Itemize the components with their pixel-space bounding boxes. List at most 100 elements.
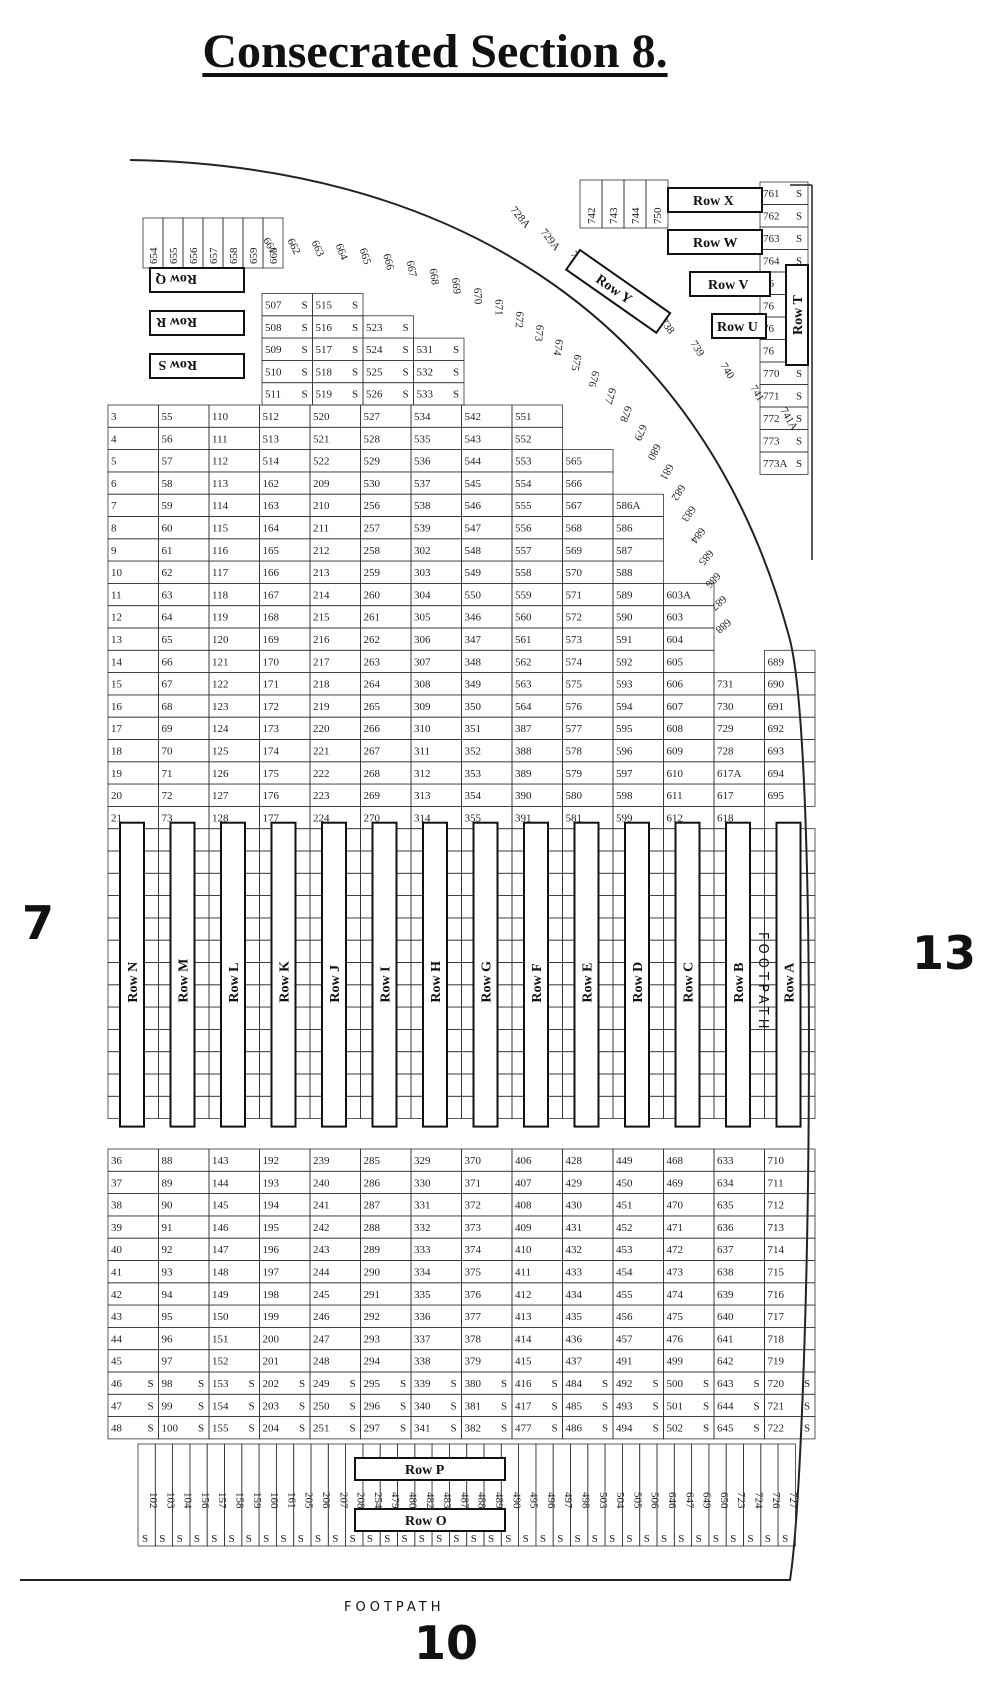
plot-number: 508 [265,322,282,334]
plot-number: 337 [414,1333,431,1345]
plot-number: 333 [414,1244,431,1256]
plot-number: 429 [566,1177,583,1189]
plot-number: 485 [566,1400,583,1412]
stone-marker: S [796,391,802,403]
plot-number: 176 [263,790,280,802]
plot-number: 40 [111,1244,123,1256]
plot-number: 73 [162,812,174,824]
plot-number: 4 [111,433,117,445]
plot-number: 743 [608,207,620,224]
plot-number: 558 [515,567,532,579]
plot-number: 347 [465,634,482,646]
stone-marker: S [350,1400,356,1412]
stone-marker: S [402,1533,408,1545]
plot-number: 517 [316,344,333,356]
stone-marker: S [159,1533,165,1545]
stone-marker: S [501,1423,507,1435]
plot-number: 560 [515,612,532,624]
plot-number: 121 [212,656,229,668]
plot-number: 15 [111,679,123,691]
plot-cell [262,217,284,269]
plot-number: 166 [263,567,280,579]
plot-number: 76 [763,323,775,335]
plot-number: 48 [111,1423,123,1435]
arc-plot-number: 667 [404,259,419,278]
plot-number: 565 [566,456,583,468]
plot-number: 20 [111,790,123,802]
plot-number: 502 [667,1423,684,1435]
plot-number: 475 [667,1311,684,1323]
stone-marker: S [194,1533,200,1545]
arc-plot-number: 728A [508,204,533,230]
plot-number: 70 [162,746,174,758]
plot-number: 432 [566,1244,583,1256]
plot-number: 296 [364,1400,381,1412]
plot-number: 577 [566,723,583,735]
plot-number: 417 [515,1400,532,1412]
plot-number: 336 [414,1311,431,1323]
plot-number: 309 [414,701,431,713]
plot-number: 379 [465,1356,482,1368]
plot-number: 297 [364,1423,381,1435]
arc-plot-number: 666 [380,252,396,272]
plot-number: 603 [667,612,684,624]
arc-plot-number: 669 [449,277,463,295]
row-label-bar [667,229,763,255]
stone-marker: S [653,1378,659,1390]
plot-number: 249 [313,1378,330,1390]
plot-number: 158 [234,1492,246,1509]
stone-marker: S [626,1533,632,1545]
plot-number: 13 [111,634,123,646]
stone-marker: S [552,1378,558,1390]
plot-number: 480 [407,1492,419,1509]
plot-number: 254 [372,1492,384,1509]
plot-number: 575 [566,679,583,691]
plot-number: 154 [212,1400,229,1412]
plot-number: 43 [111,1311,123,1323]
plot-number: 177 [263,812,280,824]
plot-number: 173 [263,723,280,735]
adjacent-section-left: 7 [22,896,55,950]
stone-marker: S [148,1378,154,1390]
plot-number: 209 [313,478,330,490]
row-label: Row T [791,295,806,335]
arc-plot-number: 663 [309,239,327,259]
stone-marker: S [302,366,308,378]
stone-marker: S [299,1378,305,1390]
plot-number: 731 [717,679,734,691]
plot-number: 557 [515,545,532,557]
plot-number: 763 [763,233,780,245]
plot-number: 312 [414,768,431,780]
stone-marker: S [315,1533,321,1545]
plot-number: 269 [364,790,381,802]
stone-marker: S [298,1533,304,1545]
plot-number: 493 [616,1400,633,1412]
plot-number: 193 [263,1177,280,1189]
stone-marker: S [501,1400,507,1412]
plot-number: 529 [364,456,381,468]
plot-number: 617 [717,790,734,802]
arc-plot-number: 678 [617,404,634,424]
plot-number: 609 [667,746,684,758]
plot-number: 524 [366,344,383,356]
plot-number: 494 [616,1423,633,1435]
arc-plot-number: 665 [357,247,374,267]
stone-marker: S [661,1533,667,1545]
plot-number: 561 [515,634,532,646]
stone-marker: S [453,366,459,378]
stone-marker: S [198,1378,204,1390]
plot-number: 610 [667,768,684,780]
plot-number: 660 [268,247,280,264]
plot-number: 259 [364,567,381,579]
plot-number: 9 [111,545,117,557]
stone-marker: S [501,1378,507,1390]
stone-marker: S [453,1533,459,1545]
plot-number: 123 [212,701,229,713]
plot-number: 645 [717,1423,734,1435]
plot-number: 205 [303,1492,315,1509]
row-label-bar [119,821,145,1128]
row-label-bar [674,821,701,1128]
plot-number: 5 [111,456,117,468]
arc-plot-number: 672 [513,311,526,328]
row-label: Row K [278,961,293,1003]
